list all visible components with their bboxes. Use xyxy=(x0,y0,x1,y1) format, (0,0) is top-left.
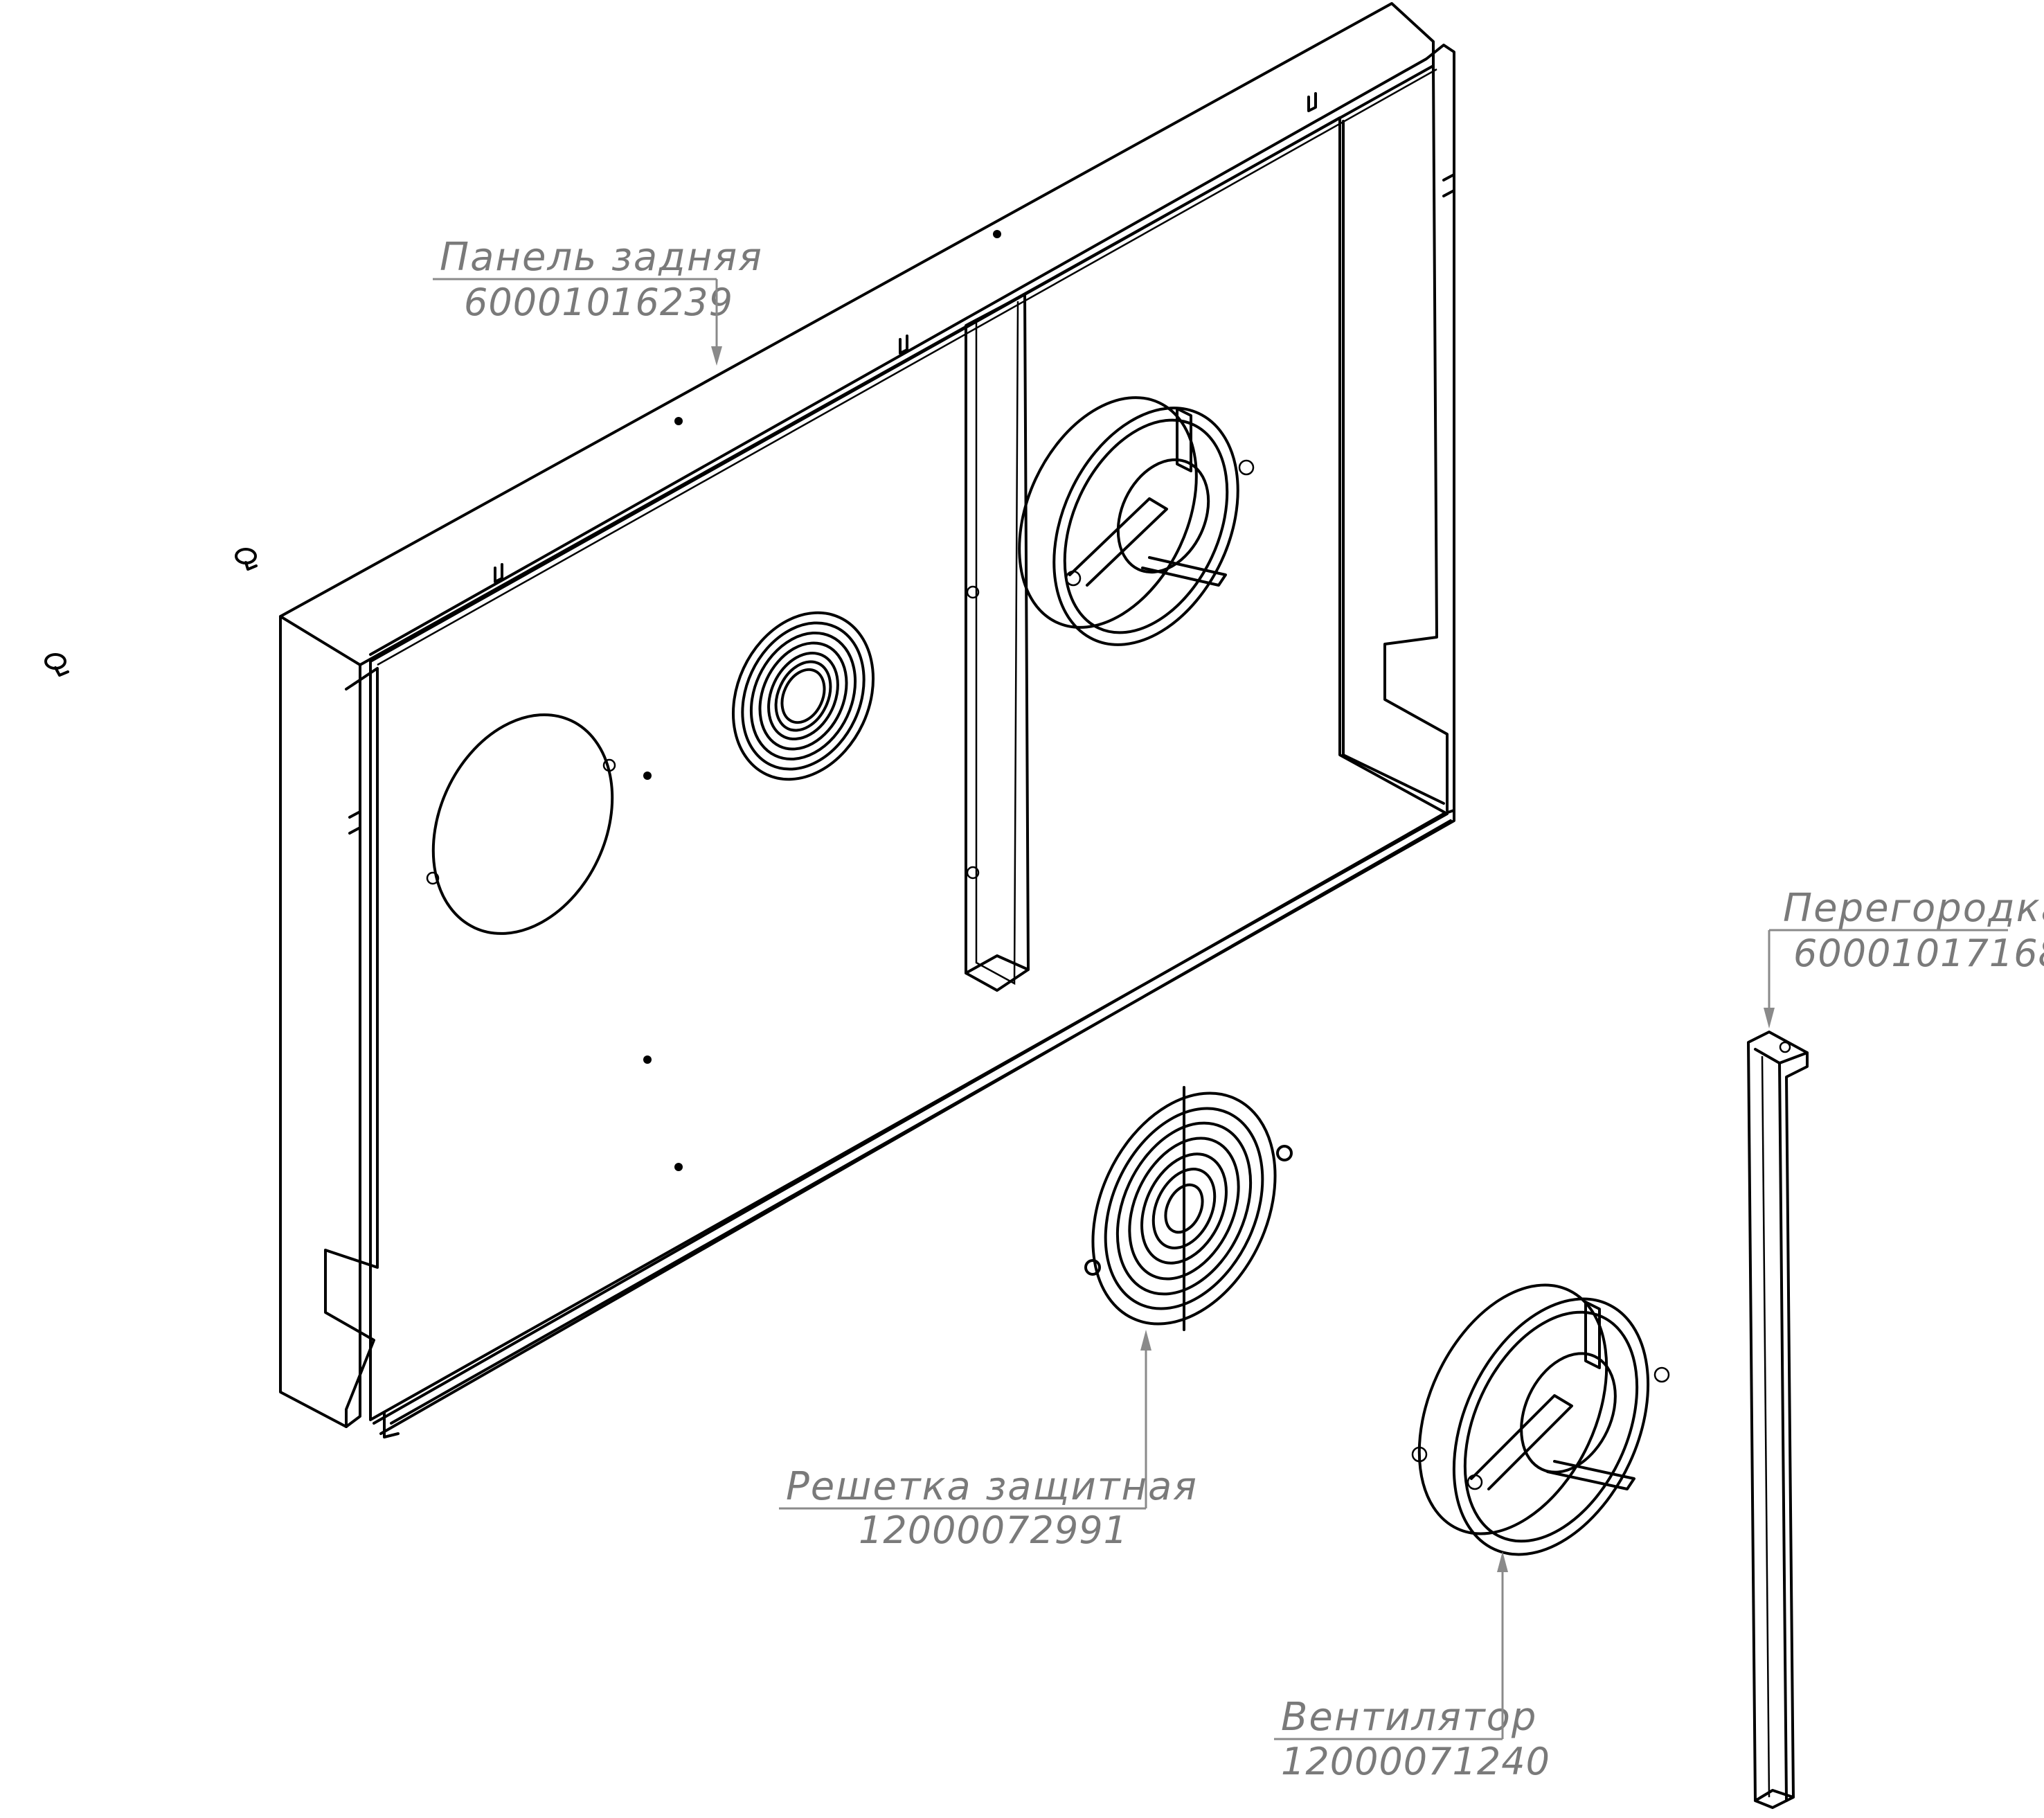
mount-hole-2 xyxy=(993,230,1001,238)
rear-panel-top-rim xyxy=(279,615,361,666)
loose-screw-2 xyxy=(44,653,69,677)
mount-hole-1 xyxy=(674,417,683,425)
rear-panel xyxy=(279,2,1455,1438)
callout-rear-panel-arrow xyxy=(711,346,722,366)
partition-screw-1 xyxy=(966,585,980,599)
callout-partition-arrow xyxy=(1764,1008,1775,1028)
mounted-grille xyxy=(731,611,875,781)
rear-panel-inner-lip xyxy=(377,68,1437,666)
mount-hole-4 xyxy=(643,1055,652,1064)
callout-fan: Вентилятор 12000071240 xyxy=(1274,1551,1550,1783)
callout-grille-code: 12000072991 xyxy=(859,1508,1128,1552)
slot-top-2 xyxy=(899,335,908,355)
rear-panel-top-edge xyxy=(369,44,1455,812)
mount-hole-5 xyxy=(674,1163,683,1171)
mounted-fan xyxy=(1018,396,1255,646)
fan xyxy=(1411,1283,1670,1556)
rear-panel-inner-right xyxy=(1342,120,1445,805)
rear-panel-lower-notch xyxy=(324,1249,375,1428)
installed-partition xyxy=(965,293,1030,992)
cutout-screw-2 xyxy=(602,758,616,772)
loose-screw-1 xyxy=(235,548,258,571)
rear-panel-face xyxy=(369,116,1449,1421)
mount-hole-3 xyxy=(643,772,652,780)
slot-left-1 xyxy=(348,810,361,835)
partition xyxy=(1747,1031,1809,1809)
slot-top-3 xyxy=(1307,92,1317,112)
slot-right-1 xyxy=(1442,173,1455,197)
callout-grille-name: Решетка защитная xyxy=(786,1464,1198,1509)
rear-panel-bottom-channel-2 xyxy=(379,819,1452,1435)
callout-partition-name: Перегородка xyxy=(1783,886,2044,931)
rear-panel-left-flange xyxy=(324,667,379,1269)
callout-partition-code: 60001017168 xyxy=(1793,932,2044,975)
callout-partition: Перегородка 60001017168 xyxy=(1764,886,2044,1028)
callout-fan-code: 12000071240 xyxy=(1281,1740,1550,1783)
slot-top-1 xyxy=(494,563,503,583)
callout-grille-arrow xyxy=(1140,1330,1151,1351)
large-fan-cutout xyxy=(431,713,614,935)
callout-fan-arrow xyxy=(1497,1551,1508,1572)
callout-rear-panel: Панель задняя 60001016239 xyxy=(433,235,763,366)
cutout-screw-1 xyxy=(426,871,440,885)
callout-rear-panel-code: 60001016239 xyxy=(464,280,733,324)
callout-fan-name: Вентилятор xyxy=(1281,1695,1537,1740)
rear-panel-bottom-lip xyxy=(383,1411,400,1438)
rear-panel-right-flange xyxy=(1383,64,1449,812)
protective-grille xyxy=(1084,1086,1293,1331)
callout-rear-panel-name: Панель задняя xyxy=(440,235,763,280)
partition-screw-2 xyxy=(966,866,980,880)
installed-partition-inner xyxy=(975,301,1019,986)
installed-partition-cap xyxy=(965,954,1030,974)
callout-grille: Решетка защитная 12000072991 xyxy=(779,1330,1198,1552)
